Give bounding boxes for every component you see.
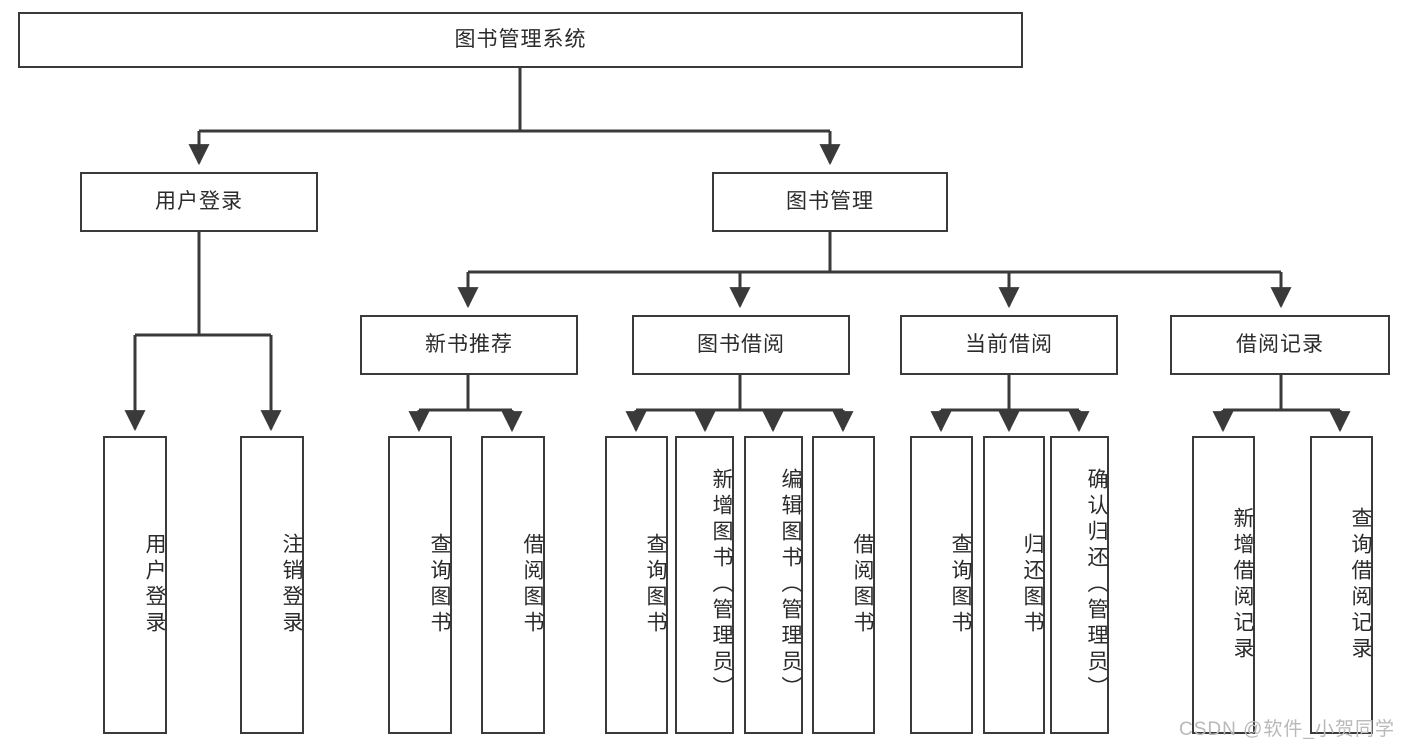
leaf-label: 新增借阅记录 <box>1231 507 1254 663</box>
leaf-borrow-add-book-admin[interactable]: 新增图书（管理员） <box>675 436 734 734</box>
leaf-label: 查询图书 <box>644 533 667 637</box>
node-root-system[interactable]: 图书管理系统 <box>18 12 1023 68</box>
node-new-book-recommend[interactable]: 新书推荐 <box>360 315 578 375</box>
leaf-record-add-record[interactable]: 新增借阅记录 <box>1192 436 1255 734</box>
leaf-current-confirm-return-admin[interactable]: 确认归还（管理员） <box>1050 436 1109 734</box>
leaf-new-book-query[interactable]: 查询图书 <box>388 436 452 734</box>
leaf-user-login-logout[interactable]: 注销登录 <box>240 436 304 734</box>
leaf-label: 归还图书 <box>1021 533 1044 637</box>
node-user-login[interactable]: 用户登录 <box>80 172 318 232</box>
node-book-management[interactable]: 图书管理 <box>712 172 948 232</box>
leaf-record-query-record[interactable]: 查询借阅记录 <box>1310 436 1373 734</box>
leaf-user-login-login[interactable]: 用户登录 <box>103 436 167 734</box>
leaf-label: 查询图书 <box>949 533 972 637</box>
node-book-borrow[interactable]: 图书借阅 <box>632 315 850 375</box>
node-current-borrow[interactable]: 当前借阅 <box>900 315 1118 375</box>
node-borrow-record[interactable]: 借阅记录 <box>1170 315 1390 375</box>
leaf-label: 查询借阅记录 <box>1349 507 1372 663</box>
leaf-label: 新增图书（管理员） <box>710 468 733 702</box>
watermark-text: CSDN @软件_小贺同学 <box>1179 719 1395 740</box>
leaf-label: 用户登录 <box>143 533 166 637</box>
leaf-borrow-query-book[interactable]: 查询图书 <box>605 436 668 734</box>
leaf-label: 注销登录 <box>280 533 303 637</box>
leaf-borrow-edit-book-admin[interactable]: 编辑图书（管理员） <box>744 436 803 734</box>
leaf-borrow-borrow-book[interactable]: 借阅图书 <box>812 436 875 734</box>
leaf-label: 查询图书 <box>428 533 451 637</box>
leaf-label: 确认归还（管理员） <box>1085 468 1108 702</box>
leaf-current-return-book[interactable]: 归还图书 <box>983 436 1045 734</box>
leaf-label: 编辑图书（管理员） <box>779 468 802 702</box>
leaf-label: 借阅图书 <box>521 533 544 637</box>
leaf-new-book-borrow[interactable]: 借阅图书 <box>481 436 545 734</box>
leaf-label: 借阅图书 <box>851 533 874 637</box>
leaf-current-query-book[interactable]: 查询图书 <box>910 436 973 734</box>
